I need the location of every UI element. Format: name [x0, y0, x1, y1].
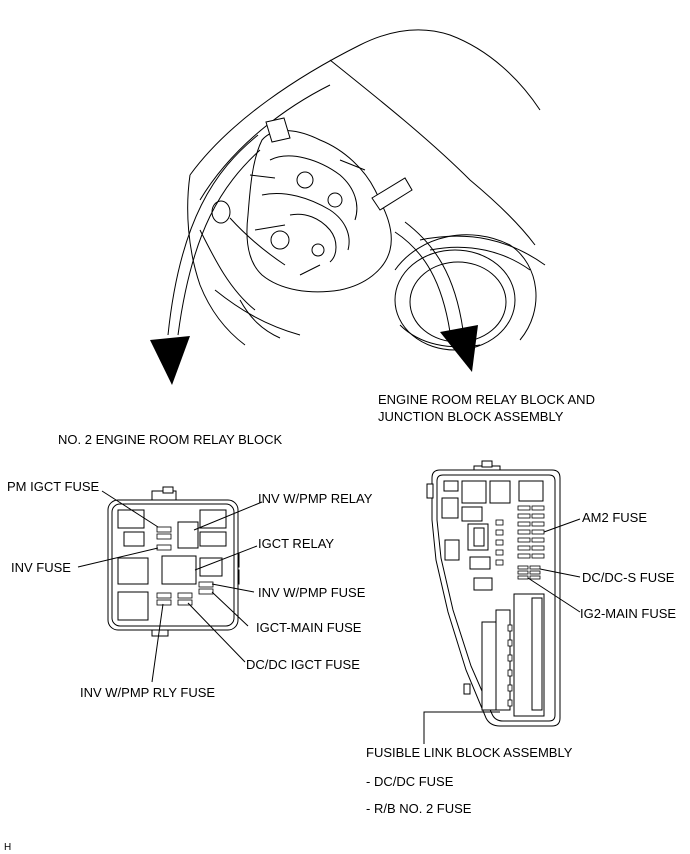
- inv-wpmp-fuse: [198, 581, 214, 588]
- pm-igct-fuse: [156, 526, 172, 533]
- igct-main-fuse: [198, 588, 214, 595]
- no2-relay-block-location-icon: [265, 117, 291, 143]
- am2-fuse: [531, 521, 545, 527]
- fusible-link-item-2: - R/B NO. 2 FUSE: [366, 801, 472, 816]
- vehicle-engine-illustration: [187, 29, 546, 351]
- am2-fuse-label: AM2 FUSE: [582, 510, 647, 525]
- inv-fuse: [156, 544, 172, 551]
- fusible-link-title: FUSIBLE LINK BLOCK ASSEMBLY: [366, 745, 573, 760]
- left-callout-lines: [77, 490, 263, 683]
- igct-main-fuse-label: IGCT-MAIN FUSE: [256, 620, 362, 635]
- engine-room-relay-block-junction-assembly: [426, 460, 561, 727]
- igct-relay-label: IGCT RELAY: [258, 536, 334, 551]
- locator-arrows: [150, 134, 478, 385]
- dcdc-s-fuse-label: DC/DC-S FUSE: [582, 570, 675, 585]
- left-block-title: NO. 2 ENGINE ROOM RELAY BLOCK: [58, 432, 283, 447]
- fusible-link-item-1: - DC/DC FUSE: [366, 774, 454, 789]
- ig2-main-fuse: [517, 575, 529, 580]
- inv-wpmp-relay: [177, 521, 199, 549]
- corner-mark: H: [4, 842, 11, 853]
- inv-wpmp-rly-fuse-label: INV W/PMP RLY FUSE: [80, 685, 215, 700]
- engine-room-relay-block-location-icon: [371, 177, 413, 211]
- inv-wpmp-relay-label: INV W/PMP RELAY: [258, 491, 373, 506]
- dcdc-s-fuse: [517, 565, 529, 570]
- right-block-title-line2: JUNCTION BLOCK ASSEMBLY: [378, 409, 564, 424]
- inv-wpmp-rly-fuse: [156, 599, 172, 606]
- inv-wpmp-fuse-label: INV W/PMP FUSE: [258, 585, 366, 600]
- right-block-title-line1: ENGINE ROOM RELAY BLOCK AND: [378, 392, 595, 407]
- ig2-main-fuse-label: IG2-MAIN FUSE: [580, 606, 676, 621]
- pm-igct-fuse-label: PM IGCT FUSE: [7, 479, 100, 494]
- inv-fuse-label: INV FUSE: [11, 560, 71, 575]
- right-callout-lines: [423, 518, 581, 744]
- dcdc-igct-fuse-label: DC/DC IGCT FUSE: [246, 657, 360, 672]
- dcdc-igct-fuse: [177, 599, 193, 606]
- igct-relay: [161, 555, 197, 585]
- no2-engine-room-relay-block: [107, 486, 240, 637]
